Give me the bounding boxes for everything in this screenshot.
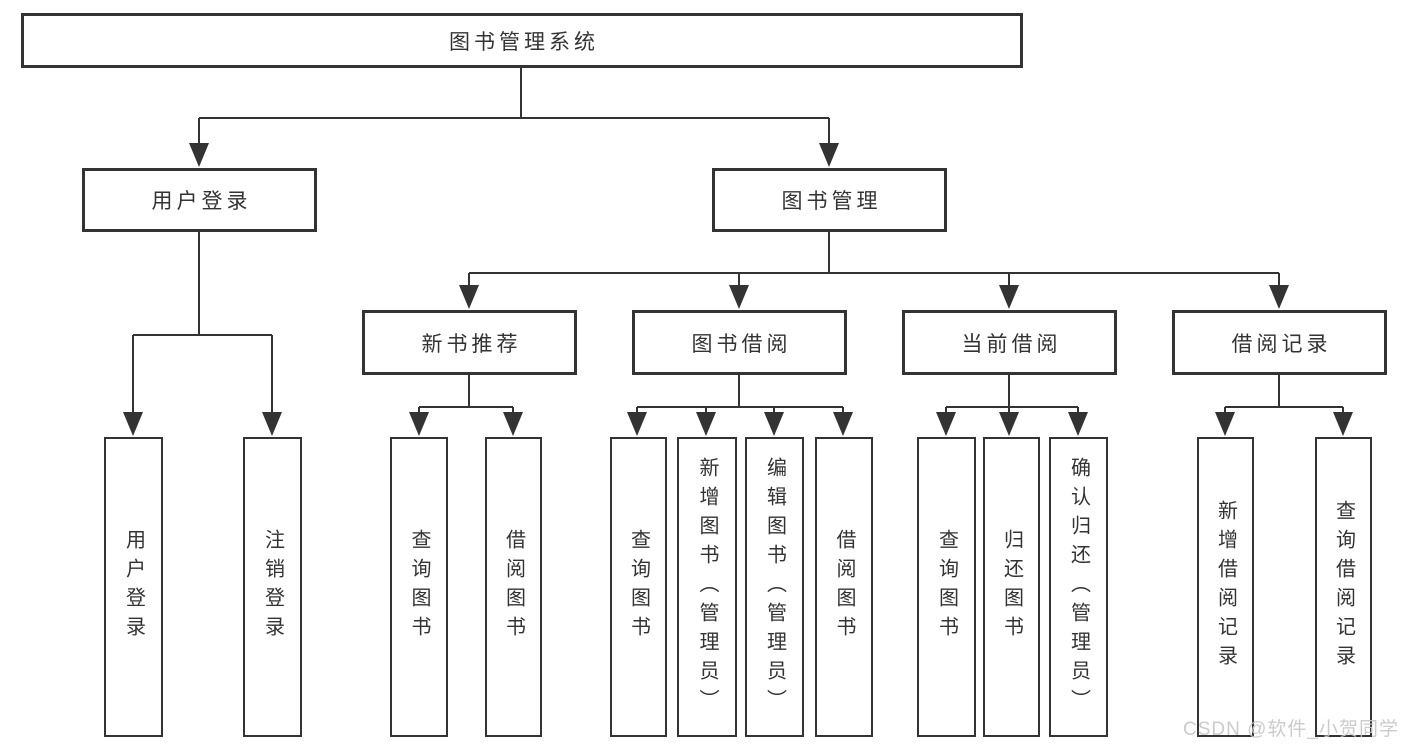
node-current-borrow: 当前借阅 (902, 310, 1117, 375)
leaf-logout-label: 注销登录 (261, 529, 284, 645)
leaf-query-borrow-record-label: 查询借阅记录 (1332, 500, 1355, 674)
leaf-user-login: 用户登录 (104, 437, 163, 737)
node-book-management: 图书管理 (712, 168, 947, 232)
node-borrow-records-label: 借阅记录 (1231, 332, 1332, 356)
node-book-management-label: 图书管理 (781, 190, 882, 213)
leaf-confirm-return-admin-label: 确认归还（管理员） (1067, 456, 1090, 718)
leaf-query-book-current-label: 查询图书 (935, 529, 958, 645)
node-current-borrow-label: 当前借阅 (961, 332, 1062, 356)
leaf-query-borrow-record: 查询借阅记录 (1315, 437, 1372, 737)
leaf-add-book-admin: 新增图书（管理员） (677, 437, 737, 737)
leaf-borrow-book: 借阅图书 (815, 437, 873, 737)
csdn-watermark: CSDN @软件_小贺同学 (1183, 719, 1399, 740)
leaf-logout: 注销登录 (243, 437, 302, 737)
node-user-login: 用户登录 (82, 168, 317, 232)
node-borrow-records: 借阅记录 (1172, 310, 1387, 375)
leaf-add-borrow-record-label: 新增借阅记录 (1214, 500, 1237, 674)
node-new-book-recommend: 新书推荐 (362, 310, 577, 375)
leaf-borrow-book-label: 借阅图书 (833, 529, 855, 645)
leaf-return-book: 归还图书 (983, 437, 1040, 737)
node-book-borrow-label: 图书借阅 (691, 332, 792, 356)
node-library-system-label: 图书管理系统 (449, 30, 599, 54)
leaf-query-book-recommend-label: 查询图书 (408, 529, 430, 645)
leaf-query-book-recommend: 查询图书 (390, 437, 448, 737)
leaf-user-login-label: 用户登录 (122, 529, 145, 645)
node-new-book-recommend-label: 新书推荐 (421, 332, 522, 356)
leaf-borrow-book-recommend: 借阅图书 (485, 437, 542, 737)
node-user-login-label: 用户登录 (151, 190, 252, 213)
leaf-borrow-book-recommend-label: 借阅图书 (502, 529, 525, 645)
leaf-edit-book-admin-label: 编辑图书（管理员） (763, 456, 786, 718)
leaf-add-book-admin-label: 新增图书（管理员） (696, 456, 718, 718)
node-book-borrow: 图书借阅 (632, 310, 847, 375)
leaf-add-borrow-record: 新增借阅记录 (1197, 437, 1254, 737)
leaf-edit-book-admin: 编辑图书（管理员） (745, 437, 804, 737)
leaf-return-book-label: 归还图书 (1000, 529, 1023, 645)
arrowheads (123, 143, 1353, 436)
leaf-query-book-current: 查询图书 (917, 437, 976, 737)
leaf-query-book-borrow-label: 查询图书 (627, 529, 650, 645)
node-library-system: 图书管理系统 (21, 13, 1023, 68)
leaf-confirm-return-admin: 确认归还（管理员） (1049, 437, 1108, 737)
leaf-query-book-borrow: 查询图书 (610, 437, 667, 737)
